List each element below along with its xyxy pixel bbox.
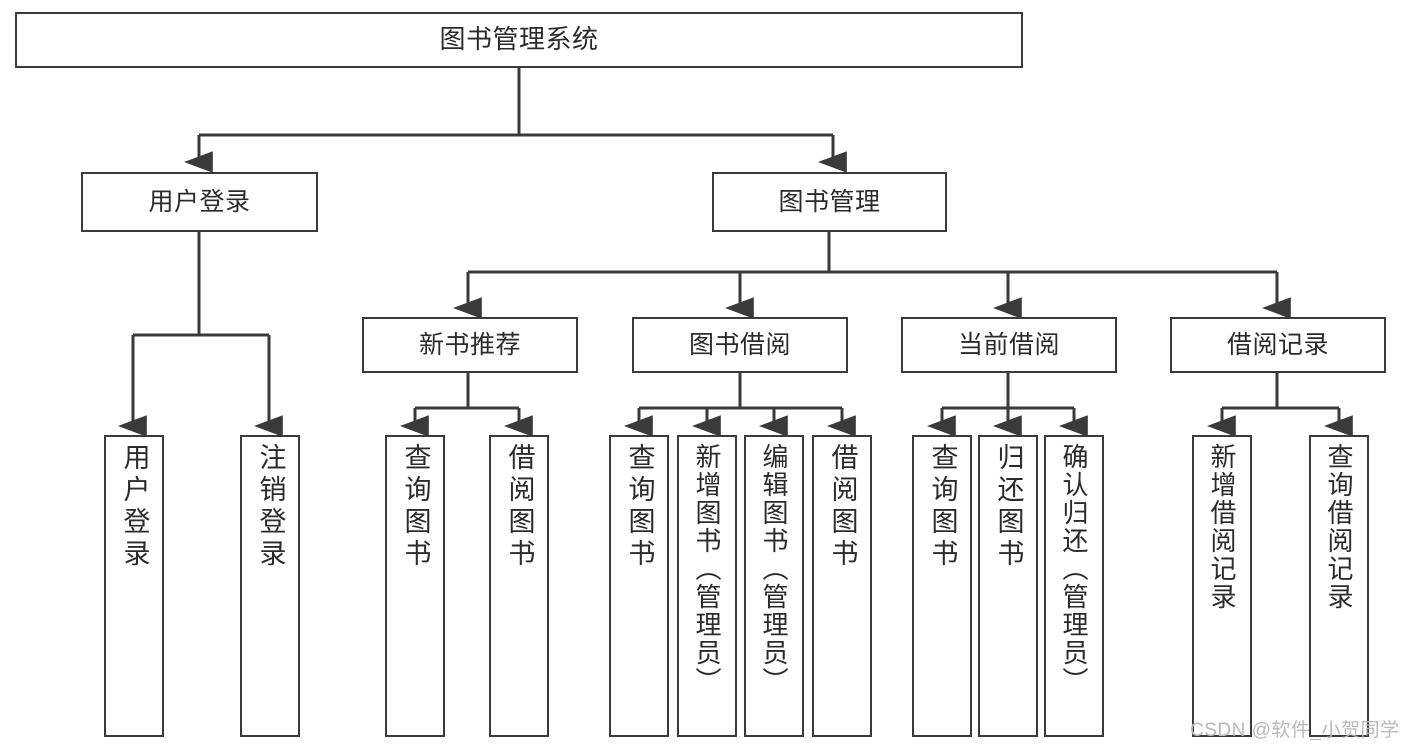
node-label: 图书管理 — [778, 187, 881, 216]
node-label: 借阅图书 — [504, 443, 535, 571]
node-label: 查询借阅记录 — [1324, 443, 1354, 611]
node-book-borrow[interactable]: 图书借阅 — [632, 317, 848, 373]
node-label: 用户登录 — [148, 187, 251, 216]
leaf-query-borrow-record[interactable]: 查询借阅记录 — [1309, 435, 1369, 737]
node-label: 查询图书 — [624, 443, 655, 571]
node-label: 查询图书 — [927, 443, 958, 571]
node-label: 借阅记录 — [1226, 330, 1329, 359]
node-root-system[interactable]: 图书管理系统 — [15, 12, 1023, 68]
node-label: 用户登录 — [119, 443, 150, 571]
leaf-add-book-admin[interactable]: 新增图书（管理员） — [677, 435, 737, 737]
leaf-confirm-return-admin[interactable]: 确认归还（管理员） — [1044, 435, 1104, 737]
node-user-login[interactable]: 用户登录 — [81, 172, 318, 232]
leaf-query-book-borrow[interactable]: 查询图书 — [609, 435, 669, 737]
node-label: 借阅图书 — [827, 443, 858, 571]
leaf-query-book-new-book[interactable]: 查询图书 — [385, 435, 445, 737]
leaf-user-login[interactable]: 用户登录 — [104, 435, 164, 737]
leaf-query-book-current[interactable]: 查询图书 — [912, 435, 972, 737]
node-label: 新增借阅记录 — [1207, 443, 1237, 611]
node-label: 确认归还（管理员） — [1059, 443, 1089, 695]
node-label: 归还图书 — [993, 443, 1024, 571]
node-label: 编辑图书（管理员） — [759, 443, 789, 695]
node-label: 新增图书（管理员） — [692, 443, 722, 695]
node-label: 新书推荐 — [418, 330, 521, 359]
node-borrow-record[interactable]: 借阅记录 — [1170, 317, 1386, 373]
leaf-user-logout[interactable]: 注销登录 — [240, 435, 300, 737]
leaf-borrow-book-borrow[interactable]: 借阅图书 — [812, 435, 872, 737]
node-new-book-recommend[interactable]: 新书推荐 — [362, 317, 578, 373]
csdn-watermark: CSDN @软件_小贺同学 — [1190, 720, 1400, 741]
node-label: 图书管理系统 — [439, 24, 599, 55]
node-label: 当前借阅 — [957, 330, 1060, 359]
node-book-manage[interactable]: 图书管理 — [712, 172, 947, 232]
node-label: 查询图书 — [400, 443, 431, 571]
node-label: 注销登录 — [255, 443, 286, 571]
node-label: 图书借阅 — [688, 330, 791, 359]
node-current-borrow[interactable]: 当前借阅 — [901, 317, 1117, 373]
leaf-edit-book-admin[interactable]: 编辑图书（管理员） — [744, 435, 804, 737]
leaf-add-borrow-record[interactable]: 新增借阅记录 — [1192, 435, 1252, 737]
leaf-borrow-book-new-book[interactable]: 借阅图书 — [489, 435, 549, 737]
leaf-return-book[interactable]: 归还图书 — [978, 435, 1038, 737]
